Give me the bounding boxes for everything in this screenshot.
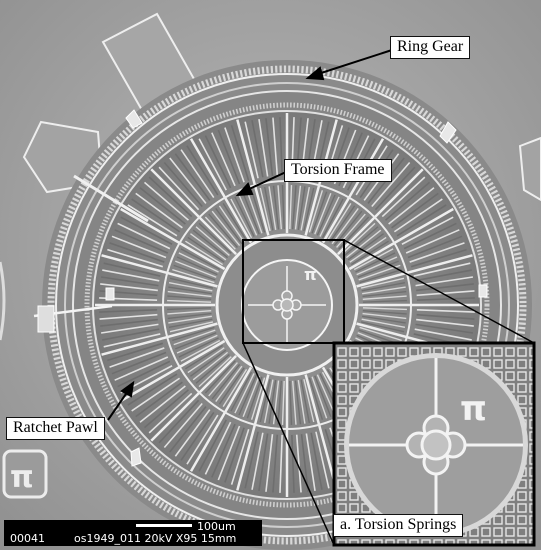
label-torsion-frame: Torsion Frame	[284, 159, 392, 182]
label-torsion-springs: a. Torsion Springs	[333, 514, 464, 537]
scale-label: 100um	[197, 520, 236, 533]
svg-text:π: π	[10, 460, 34, 495]
arrow-torsion-frame	[246, 171, 287, 191]
zoom-region-box	[242, 239, 345, 344]
label-ring-gear: Ring Gear	[390, 36, 471, 59]
arrow-ring-gear	[317, 49, 393, 75]
die-logo: π	[2, 449, 48, 499]
zoom-connector-line	[343, 239, 535, 344]
callout-arrows	[107, 49, 393, 421]
svg-text:π: π	[460, 389, 487, 429]
torsion-springs-inset: π	[334, 343, 534, 545]
scale-bar	[136, 524, 192, 527]
label-ratchet-pawl: Ratchet Pawl	[6, 417, 105, 440]
acquisition-info: os1949_011 20kV X95 15mm	[74, 532, 237, 545]
svg-text:π: π	[304, 265, 317, 284]
zoom-connector-line	[242, 342, 335, 546]
arrow-ratchet-pawl	[107, 390, 129, 421]
sem-databar: 100um 00041 os1949_011 20kV X95 15mm	[4, 520, 262, 546]
image-number: 00041	[10, 532, 45, 545]
